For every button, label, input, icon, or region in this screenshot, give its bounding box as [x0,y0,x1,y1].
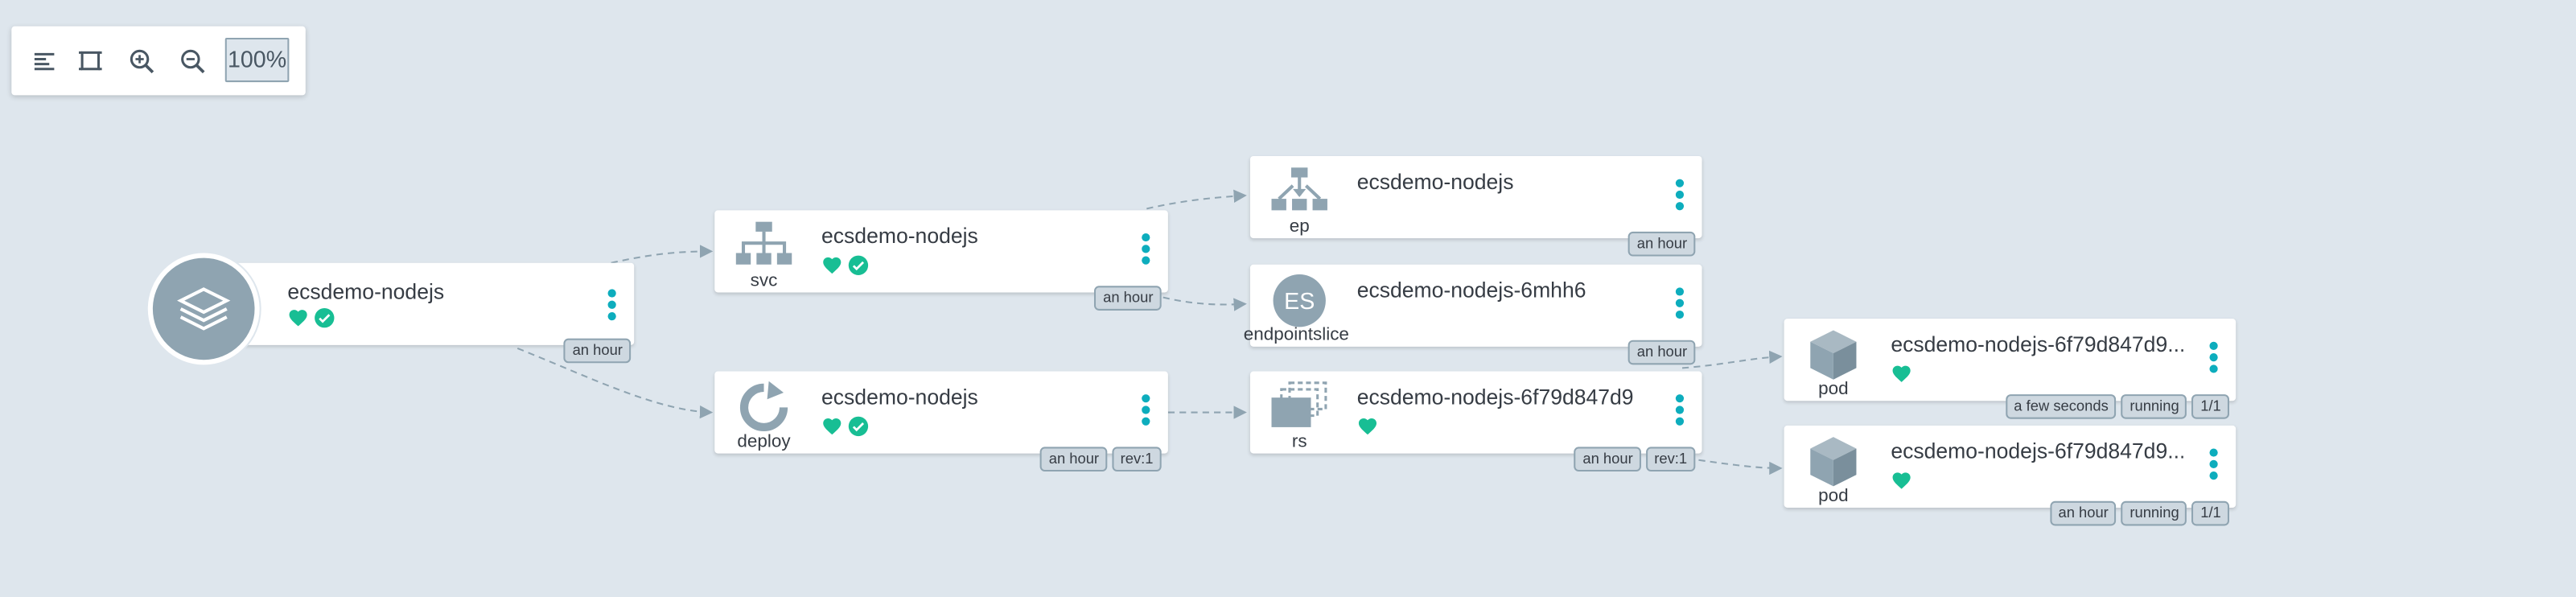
node-status [1357,416,1379,439]
sync-check-icon [848,416,869,437]
node-tags: a few seconds running 1/1 [2006,394,2229,419]
heart-icon [1892,472,1911,489]
node-kind-label: rs [1291,432,1307,452]
node-title: ecsdemo-nodejs-6f79d847d9 [1356,384,1634,410]
zoom-out-icon[interactable] [178,46,208,76]
ready-count-tag: 1/1 [2192,500,2229,526]
edge-rs-pod2 [1698,459,1783,476]
deployment-node[interactable]: deploy ecsdemo-nodejs an hour rev:1 [714,371,1168,472]
node-menu-button[interactable] [2206,340,2219,380]
pod-node[interactable]: pod ecsdemo-nodejs-6f79d847d9... an hour… [1784,425,2237,526]
align-left-icon[interactable] [30,46,60,76]
heart-icon [289,310,307,327]
service-node[interactable]: svc ecsdemo-nodejs an hour [714,210,1168,311]
deployment-icon [721,381,806,447]
node-menu-button[interactable] [2206,447,2219,486]
age-tag: an hour [1628,340,1696,365]
replicaset-icon [1257,381,1342,447]
sync-check-icon [848,255,869,275]
graph-toolbar: 100% [11,26,306,96]
application-node[interactable]: ecsdemo-nodejs an hour [147,253,635,365]
endpoints-icon [1257,166,1342,232]
endpointslice-node[interactable]: ES endpointslice ecsdemo-nodejs-6mhh6 an… [1244,264,1702,365]
node-tags: an hour [1628,231,1696,257]
heart-icon [823,257,842,274]
ready-count-tag: 1/1 [2192,394,2229,419]
age-tag: an hour [1574,447,1641,472]
node-status [287,307,335,329]
heart-icon [823,418,842,435]
revision-tag: rev:1 [1646,447,1696,472]
node-tags: an hour [564,338,632,364]
replicaset-node[interactable]: rs ecsdemo-nodejs-6f79d847d9 an hour rev… [1249,371,1702,472]
endpointslice-icon: ES [1257,274,1342,340]
node-menu-button[interactable] [1138,393,1151,432]
age-tag: an hour [1628,231,1696,257]
application-card[interactable] [200,262,635,345]
node-kind-label: endpointslice [1243,325,1349,345]
fit-screen-icon[interactable] [76,46,105,76]
zoom-in-icon[interactable] [126,46,156,76]
edge-svc-ep [1146,189,1247,210]
node-kind-label: deploy [737,432,791,452]
service-icon [721,220,806,286]
heart-icon [1358,418,1377,435]
node-kind-label: svc [750,270,778,291]
node-tags: an hour [1094,286,1162,311]
heart-icon [1892,365,1911,382]
zoom-level-input[interactable]: 100% [224,37,290,83]
node-menu-button[interactable] [1673,178,1685,217]
pod-phase-tag: running [2121,394,2187,419]
node-status [1891,363,1912,386]
node-status [821,255,869,278]
node-title: ecsdemo-nodejs [821,384,978,410]
node-title: ecsdemo-nodejs [287,279,445,304]
node-title: ecsdemo-nodejs-6f79d847d9... [1891,331,2183,357]
node-title: ecsdemo-nodejs-6mhh6 [1356,278,1586,303]
node-status [821,416,869,439]
pod-icon [1791,328,1876,394]
node-kind-label: pod [1818,379,1849,400]
node-tags: an hour rev:1 [1040,447,1162,472]
revision-tag: rev:1 [1112,447,1162,472]
node-kind-label: ep [1289,216,1310,237]
age-tag: an hour [1040,447,1108,472]
pod-icon [1791,435,1876,501]
age-tag: an hour [1094,286,1162,311]
endpointslice-badge: ES [1273,274,1326,327]
endpoints-node[interactable]: ep ecsdemo-nodejs an hour [1249,155,1702,257]
node-title: ecsdemo-nodejs [821,223,978,249]
edge-rs-pod1 [1681,350,1783,369]
node-menu-button[interactable] [1138,232,1151,271]
node-kind-label: pod [1818,486,1849,506]
pod-phase-tag: running [2121,500,2187,526]
age-tag: a few seconds [2006,394,2117,419]
node-menu-button[interactable] [604,287,617,327]
sync-check-icon [315,307,335,328]
node-menu-button[interactable] [1673,393,1685,432]
age-tag: an hour [2050,500,2117,526]
pod-node[interactable]: pod ecsdemo-nodejs-6f79d847d9... a few s… [1784,319,2237,419]
node-menu-button[interactable] [1673,286,1685,325]
node-tags: an hour [1628,340,1696,365]
application-icon [147,253,260,365]
node-tags: an hour rev:1 [1574,447,1696,472]
edge-svc-eps [1162,296,1247,311]
node-status [1891,470,1912,493]
age-tag: an hour [564,338,632,364]
node-tags: an hour running 1/1 [2050,500,2229,526]
node-title: ecsdemo-nodejs [1356,169,1514,194]
node-title: ecsdemo-nodejs-6f79d847d9... [1891,438,2183,463]
